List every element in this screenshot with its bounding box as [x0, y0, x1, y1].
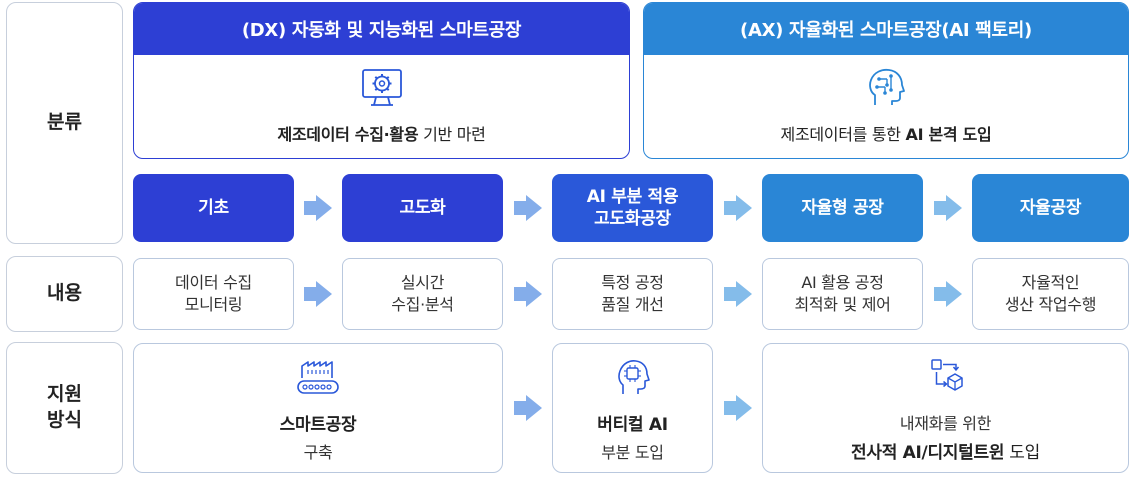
dx-panel-text-rest: 기반 마련 [418, 125, 486, 144]
ax-panel-title: (AX) 자율화된 스마트공장(AI 팩토리) [740, 20, 1032, 41]
support-vertical-ai: 버티컬 AI 부분 도입 [552, 343, 713, 473]
content-box-1: 데이터 수집 모니터링 [133, 258, 294, 330]
row-label-classification: 분류 [6, 2, 123, 244]
support-digital-twin-title-rest: 도입 [1004, 443, 1040, 463]
ai-chip-head-icon [617, 360, 650, 394]
ax-panel-text-bold: AI 본격 도입 [905, 125, 992, 144]
ax-panel-text-rest: 제조데이터를 통한 [780, 125, 906, 144]
ai-head-icon [869, 68, 905, 105]
content-box-2: 실시간 수집·분석 [342, 258, 503, 330]
gear-monitor-icon [361, 69, 402, 106]
support-vertical-ai-sub: 부분 도입 [601, 443, 664, 462]
content-box-5: 자율적인 생산 작업수행 [972, 258, 1129, 330]
arrow-right-icon [514, 195, 542, 221]
content-box-3-line2: 품질 개선 [601, 295, 664, 314]
stage-advanced-label: 고도화 [399, 197, 446, 218]
support-digital-twin-title: 전사적 AI/디지털트윈 도입 [851, 438, 1040, 463]
stage-ai-partial-line1: AI 부분 적용 [586, 186, 679, 207]
stage-ai-partial-line2: 고도화공장 [594, 209, 671, 229]
ax-panel: (AX) 자율화된 스마트공장(AI 팩토리) 제조데이터를 통한 AI 본격 … [643, 2, 1129, 159]
stage-basic: 기초 [133, 174, 294, 242]
dx-panel-text-bold: 제조데이터 수집·활용 [277, 125, 419, 144]
dx-panel-body: 제조데이터 수집·활용 기반 마련 [134, 55, 629, 145]
dx-panel-header: (DX) 자동화 및 지능화된 스마트공장 [134, 3, 629, 55]
arrow-right-icon [724, 195, 752, 221]
row-label-support-line2: 방식 [47, 409, 82, 431]
arrow-right-icon [514, 281, 542, 307]
ax-panel-header: (AX) 자율화된 스마트공장(AI 팩토리) [644, 3, 1128, 55]
support-smart-factory-title-text: 스마트공장 [279, 415, 357, 435]
arrow-right-icon [934, 195, 962, 221]
digital-twin-icon [930, 359, 963, 391]
content-box-3: 특정 공정 품질 개선 [552, 258, 713, 330]
ax-panel-text: 제조데이터를 통한 AI 본격 도입 [781, 121, 992, 145]
stage-autonomous-type-label: 자율형 공장 [801, 197, 884, 218]
content-box-2-line1: 실시간 [400, 272, 445, 292]
stage-autonomous-label: 자율공장 [1019, 197, 1082, 218]
ax-panel-body: 제조데이터를 통한 AI 본격 도입 [644, 55, 1128, 145]
content-box-1-line2: 모니터링 [184, 295, 243, 314]
support-smart-factory-sub: 구축 [303, 443, 333, 462]
arrow-right-icon [304, 195, 332, 221]
stage-autonomous-type: 자율형 공장 [762, 174, 923, 242]
content-box-3-line1: 특정 공정 [601, 272, 664, 292]
dx-panel-text: 제조데이터 수집·활용 기반 마련 [277, 121, 485, 145]
content-box-5-line2: 생산 작업수행 [1004, 295, 1097, 314]
row-label-support-line1: 지원 [47, 383, 82, 406]
stage-advanced: 고도화 [342, 174, 503, 242]
arrow-right-icon [724, 395, 752, 421]
factory-conveyor-icon [297, 361, 339, 394]
arrow-right-icon [724, 281, 752, 307]
support-smart-factory: 스마트공장 구축 [133, 343, 503, 473]
support-digital-twin-pre: 내재화를 위한 [899, 414, 992, 433]
content-box-2-line2: 수집·분석 [391, 295, 454, 314]
row-label-content-text: 내용 [47, 282, 82, 305]
support-vertical-ai-title: 버티컬 AI [597, 410, 668, 435]
content-box-4: AI 활용 공정 최적화 및 제어 [762, 258, 923, 330]
support-vertical-ai-title-text: 버티컬 AI [597, 415, 668, 435]
row-label-support: 지원 방식 [6, 342, 123, 474]
arrow-right-icon [514, 395, 542, 421]
dx-panel-title: (DX) 자동화 및 지능화된 스마트공장 [241, 20, 522, 41]
dx-panel: (DX) 자동화 및 지능화된 스마트공장 제조데이터 수집·활용 기반 마련 [133, 2, 630, 159]
row-label-classification-text: 분류 [47, 111, 82, 134]
support-digital-twin: 내재화를 위한 전사적 AI/디지털트윈 도입 [762, 343, 1129, 473]
arrow-right-icon [934, 281, 962, 307]
stage-basic-label: 기초 [198, 197, 229, 218]
arrow-right-icon [304, 281, 332, 307]
row-label-content: 내용 [6, 256, 123, 332]
content-box-4-line2: 최적화 및 제어 [794, 295, 891, 314]
content-box-1-line1: 데이터 수집 [175, 272, 252, 292]
support-smart-factory-title: 스마트공장 [280, 410, 357, 435]
support-digital-twin-title-bold: 전사적 AI/디지털트윈 [851, 443, 1005, 463]
content-box-5-line1: 자율적인 [1021, 272, 1080, 292]
stage-ai-partial: AI 부분 적용 고도화공장 [552, 174, 713, 242]
content-box-4-line1: AI 활용 공정 [801, 272, 884, 292]
stage-autonomous: 자율공장 [972, 174, 1129, 242]
